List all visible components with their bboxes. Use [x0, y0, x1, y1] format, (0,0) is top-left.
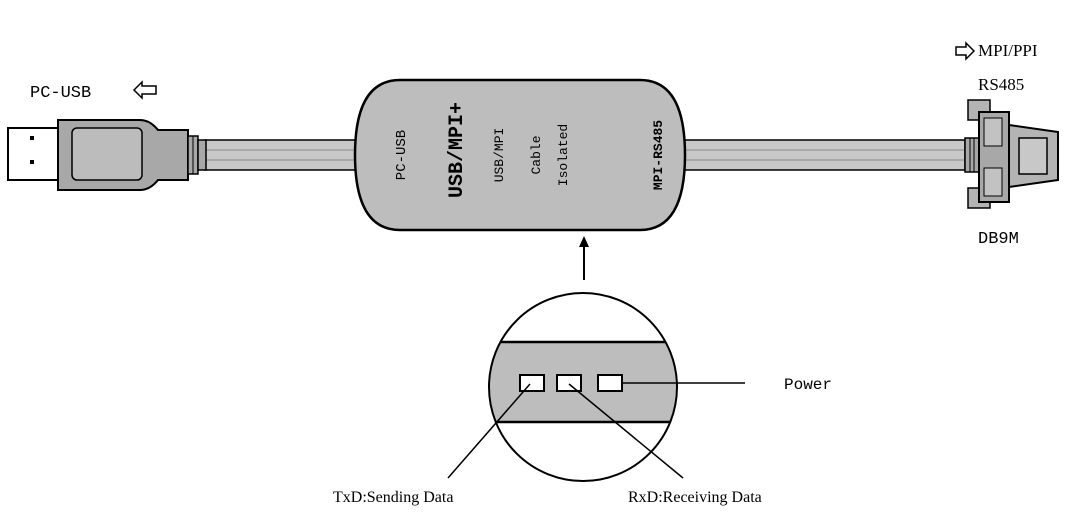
txd-leader-line: [447, 383, 531, 479]
adapter-right-text: MPI-RS485: [651, 120, 666, 190]
adapter-body: PC-USB USB/MPI+ USB/MPI Cable Isolated M…: [353, 78, 687, 232]
txd-label: TxD:Sending Data: [333, 489, 453, 506]
txd-led: [519, 374, 545, 392]
pointer-arrow: [579, 236, 589, 280]
rxd-led: [556, 374, 582, 392]
db9m-label: DB9M: [978, 230, 1019, 249]
adapter-title: USB/MPI+: [446, 102, 469, 198]
adapter-left-text: PC-USB: [394, 130, 410, 180]
left-outline-arrow-icon: [132, 80, 157, 100]
rxd-leader-line: [568, 383, 684, 479]
pc-usb-label: PC-USB: [30, 84, 91, 103]
cable-left: [204, 139, 366, 171]
power-led: [597, 374, 623, 392]
adapter-line-3: Isolated: [556, 124, 571, 186]
mpi-ppi-label: MPI/PPI: [978, 41, 1038, 60]
db9-connector: [964, 99, 1059, 209]
rxd-label: RxD:Receiving Data: [628, 489, 762, 506]
adapter-line-1: USB/MPI: [492, 128, 507, 183]
cable-right: [669, 139, 966, 171]
rs485-label: RS485: [978, 75, 1024, 94]
power-label: Power: [784, 376, 832, 394]
adapter-line-2: Cable: [529, 135, 544, 174]
usb-plug: [7, 119, 207, 191]
zoom-detail: [488, 292, 678, 482]
right-outline-arrow-icon: [955, 41, 976, 61]
